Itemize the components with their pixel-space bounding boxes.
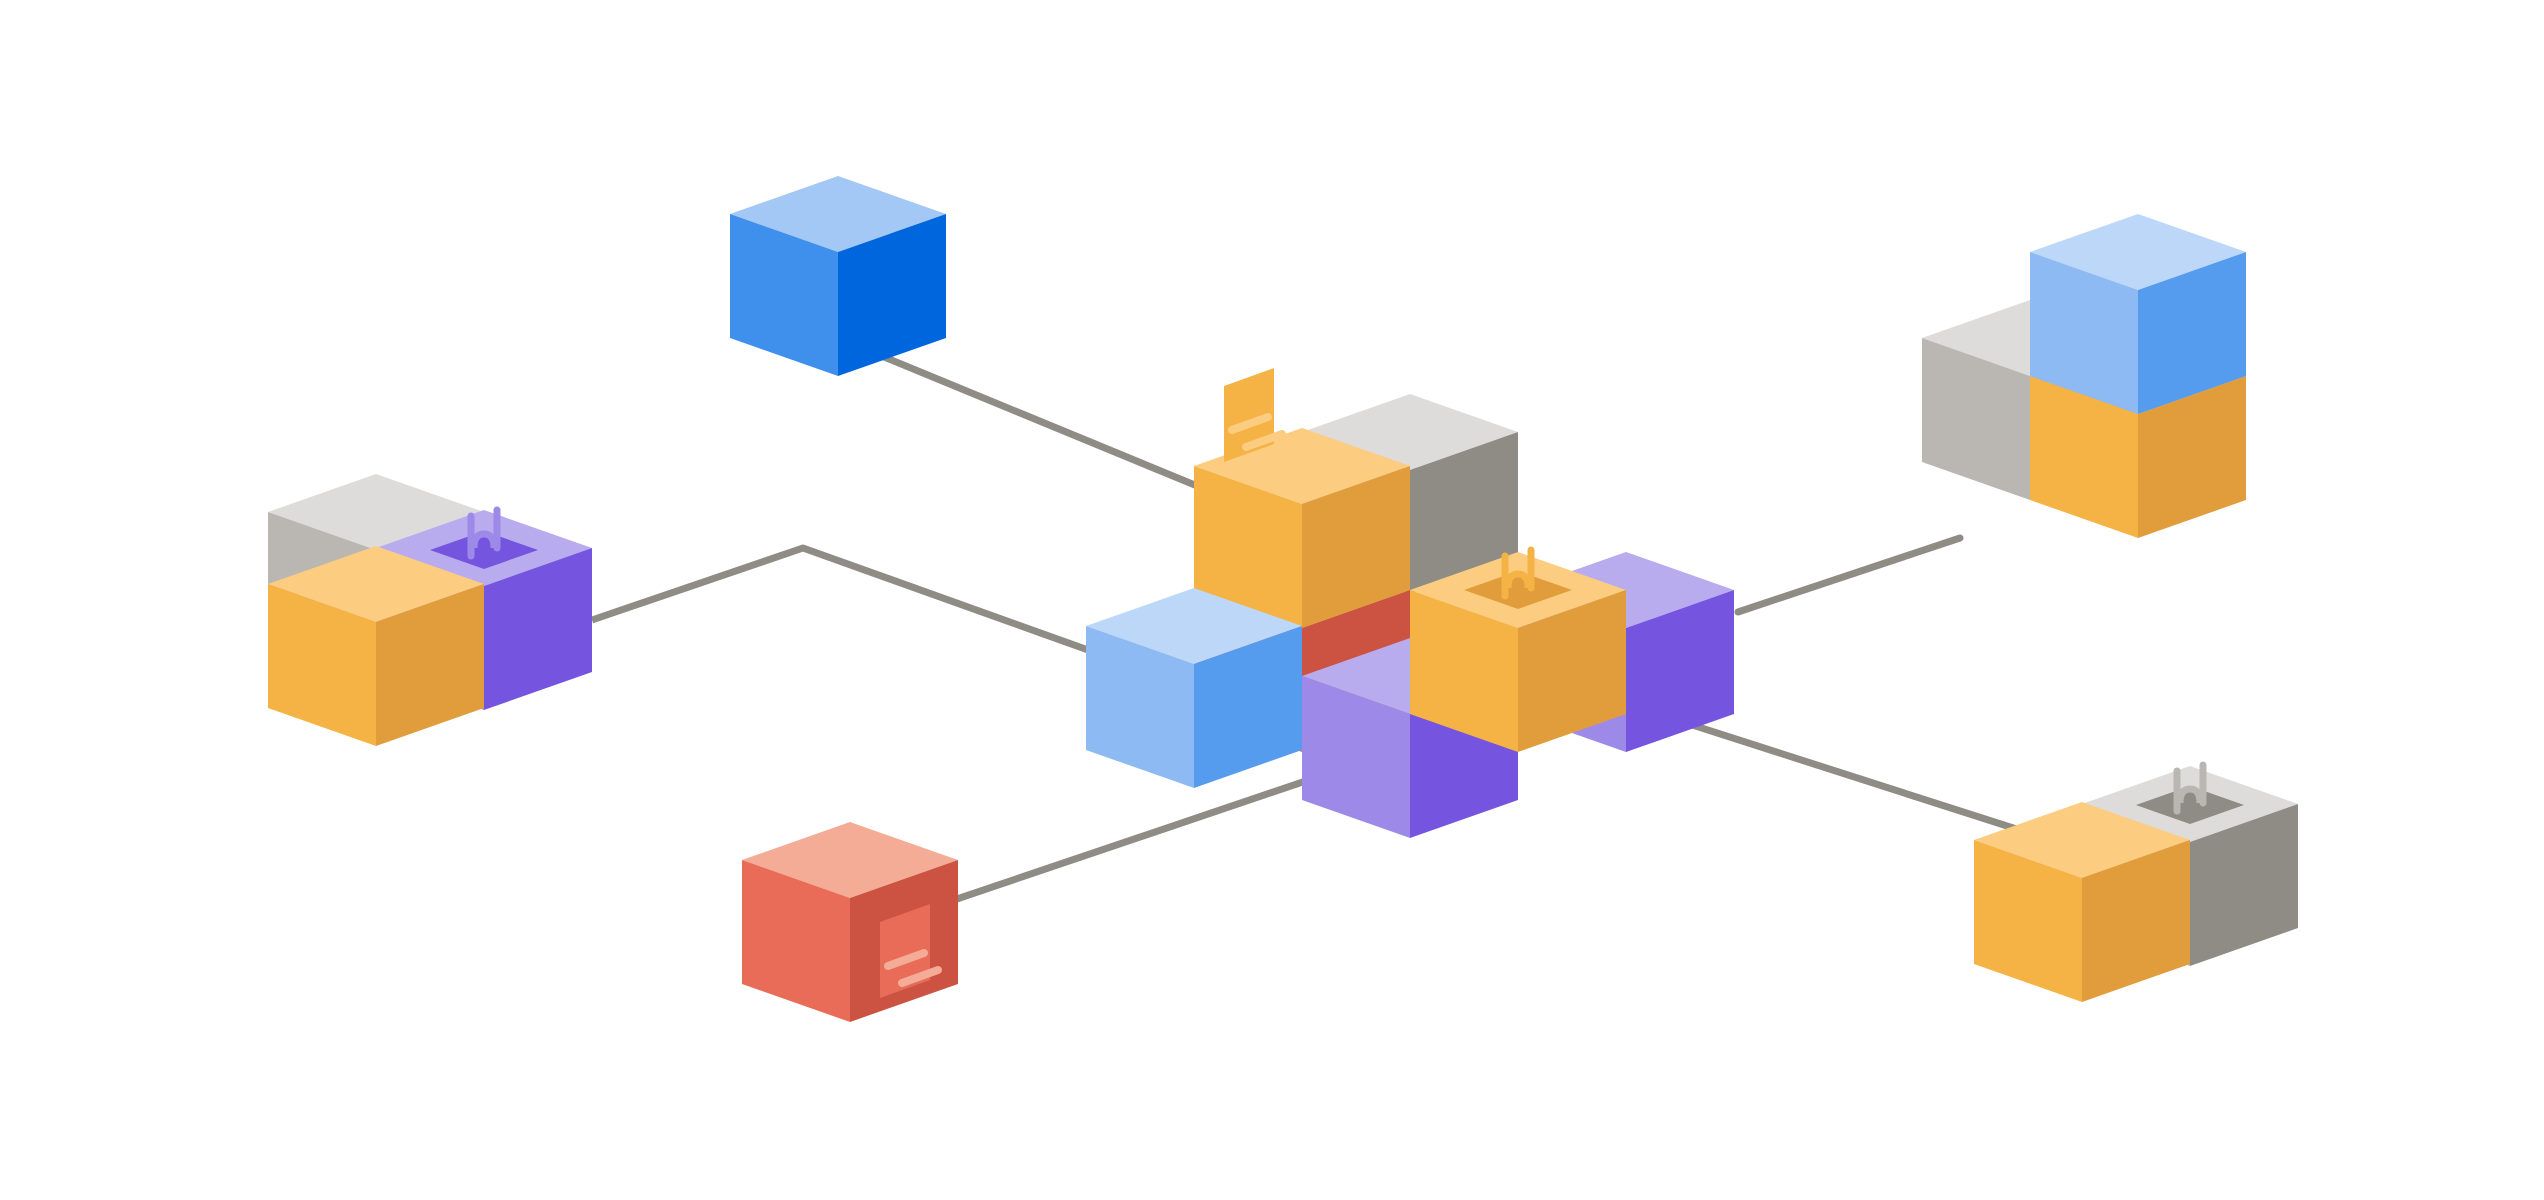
cube-right-face <box>2082 840 2190 1002</box>
left-cluster <box>268 474 592 746</box>
cube-left-face <box>742 860 850 1022</box>
cube-orange <box>1974 802 2190 1002</box>
cube-right-face <box>1194 626 1302 788</box>
cube-right-face <box>2138 252 2246 414</box>
cube-right-face <box>1302 466 1410 628</box>
monitor-icon <box>880 904 942 998</box>
cube-sky <box>1086 588 1302 788</box>
top-left-cube <box>730 176 946 376</box>
cube-right-face <box>1410 432 1518 594</box>
connector-line <box>590 544 1132 669</box>
top-right-cluster <box>1922 214 2246 538</box>
cube-right-face <box>2190 804 2298 966</box>
monitor-icon <box>1224 368 1286 462</box>
cube-sky <box>2030 214 2246 414</box>
cube-right-face <box>1518 590 1626 752</box>
cube-right-face <box>838 214 946 376</box>
center-cluster <box>1086 394 1734 838</box>
cube-left-face <box>1974 840 2082 1002</box>
cube-left-face <box>1194 466 1302 628</box>
cube-right-face <box>376 584 484 746</box>
socket-icon <box>1464 546 1572 609</box>
cube-orange <box>268 546 484 746</box>
cube-blue <box>730 176 946 376</box>
cube-right-face <box>1626 590 1734 752</box>
socket-icon <box>2136 761 2244 824</box>
cube-right-face <box>484 548 592 710</box>
cube-left-face <box>730 214 838 376</box>
cube-left-face <box>1302 676 1410 838</box>
cube-left-face <box>1922 338 2030 500</box>
cube-left-face <box>1410 590 1518 752</box>
cube-left-face <box>2030 252 2138 414</box>
cube-left-face <box>268 584 376 746</box>
bottom-right-cluster <box>1974 766 2298 1002</box>
cube-right-face <box>2138 376 2246 538</box>
connector-line <box>1734 534 1964 616</box>
cube-left-face <box>2030 376 2138 538</box>
socket-icon <box>430 506 538 569</box>
cube-left-face <box>1086 626 1194 788</box>
